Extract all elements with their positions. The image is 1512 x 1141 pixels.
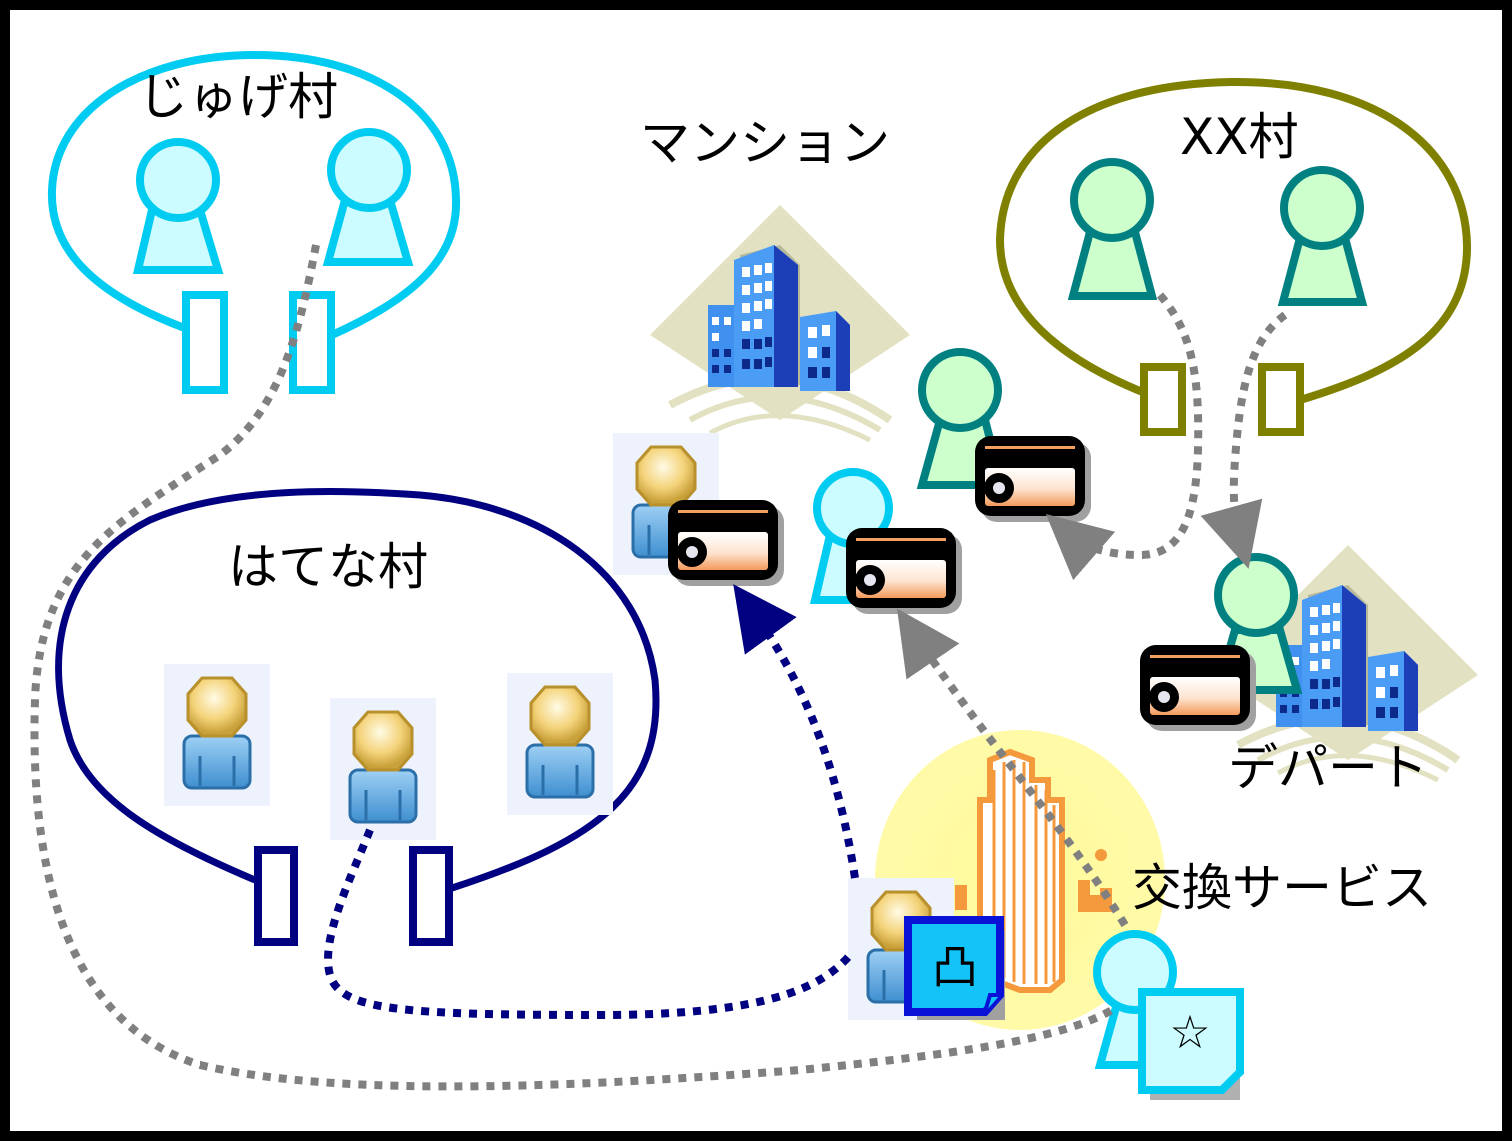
place-mansion-label: マンション [640, 114, 890, 172]
office-building-icon [650, 205, 910, 440]
village-xx [995, 77, 1472, 436]
id-card-icon [668, 500, 784, 586]
connector-xx-to-card [1045, 292, 1203, 581]
document-up-glyph: 凸 [932, 940, 978, 994]
village-jugemura-label: じゅげ村 [138, 68, 338, 126]
village-hatena-gate-right [409, 846, 453, 946]
document-up-symbol-icon: 凸 [904, 916, 1005, 1020]
village-xx-gate-left [1140, 363, 1186, 436]
village-xx-label: XX村 [1180, 108, 1299, 166]
village-hatena [55, 487, 660, 946]
user-icon [505, 671, 615, 817]
diagram-canvas: 凸 ☆ じゅげ村 はてな村 XX村 マンション デパート 交換サービス [10, 10, 1502, 1131]
person-icon [1277, 166, 1368, 306]
village-hatena-boundary [55, 487, 660, 892]
connector-xx-to-department [1200, 311, 1288, 569]
document-star-glyph: ☆ [1169, 1005, 1210, 1059]
connector-hatena-to-exchange-user [324, 828, 854, 1020]
person-icon [132, 138, 224, 274]
id-card-icon [975, 436, 1091, 522]
place-exchange-label: 交換サービス [1132, 859, 1432, 917]
id-card-icon [1140, 645, 1256, 731]
user-icon [162, 662, 272, 808]
person-icon [1067, 158, 1158, 300]
user-icon [328, 696, 438, 842]
connector-exchange-user-to-mansion-card [733, 584, 859, 879]
place-department-label: デパート [1228, 739, 1428, 797]
id-card-icon [846, 528, 962, 614]
diagram-svg: 凸 ☆ [30, 50, 1502, 1100]
village-hatena-gate-left [254, 846, 298, 946]
village-xx-boundary [995, 77, 1472, 404]
village-hatena-label: はてな村 [228, 538, 428, 596]
place-mansion [650, 205, 910, 440]
village-jugemura-gate-left [182, 291, 228, 394]
person-icon [322, 128, 414, 266]
document-star-icon: ☆ [1138, 988, 1244, 1100]
village-xx-gate-right [1258, 363, 1304, 436]
village-jugemura-boundary [47, 50, 461, 339]
person-icon [1212, 553, 1303, 694]
village-jugemura [47, 50, 461, 394]
